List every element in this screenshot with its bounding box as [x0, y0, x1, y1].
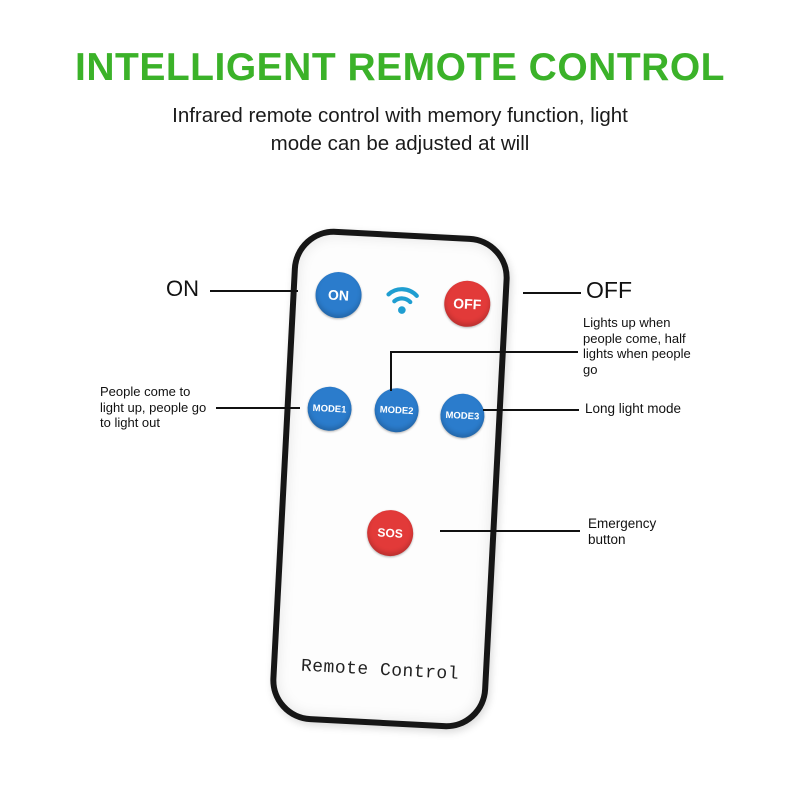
off-button-label: OFF: [452, 295, 482, 313]
on-button-label: ON: [327, 286, 350, 304]
wifi-signal-icon: [379, 277, 425, 319]
callout-mode1-line: [216, 407, 300, 409]
mode1-button-label: MODE1: [312, 402, 347, 416]
mode3-button-label: MODE3: [445, 409, 480, 423]
callout-sos-label: Emergency button: [588, 516, 657, 547]
sos-button-label: SOS: [377, 525, 404, 541]
callout-off-line: [523, 292, 581, 294]
callout-off-label: OFF: [586, 277, 632, 303]
callout-sos-line: [440, 530, 580, 532]
callout-mode3-line: [483, 409, 579, 411]
page-title: INTELLIGENT REMOTE CONTROL: [75, 46, 725, 89]
remote-control-body: ON OFF MODE1 MODE2 MODE3 SOS Remote Cont…: [268, 226, 512, 732]
remote-brand-label: Remote Control: [300, 656, 460, 685]
on-button: ON: [314, 270, 363, 320]
callout-mode3-label: Long light mode: [585, 401, 682, 416]
mode1-button: MODE1: [306, 385, 353, 432]
callout-on-label: ON: [166, 276, 199, 301]
callout-mode2-connector: [390, 351, 578, 391]
sos-button: SOS: [365, 508, 415, 558]
subtitle-line-1: Infrared remote control with memory func…: [172, 104, 628, 127]
off-button: OFF: [443, 279, 492, 328]
mode2-button: MODE2: [373, 387, 420, 434]
mode2-button-label: MODE2: [379, 403, 414, 417]
mode3-button: MODE3: [439, 392, 486, 439]
callout-mode1-label: People come to light up, people go to li…: [100, 384, 207, 430]
callout-on-line: [210, 290, 298, 292]
subtitle-line-2: mode can be adjusted at will: [270, 132, 530, 155]
callout-mode2-label: Lights up when people come, half lights …: [583, 315, 691, 377]
